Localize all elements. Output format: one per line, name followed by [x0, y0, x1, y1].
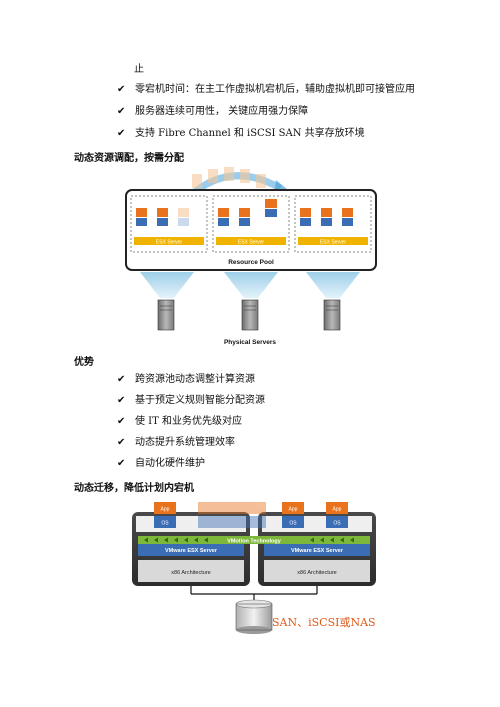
list-item: ✔跨资源池动态调整计算资源	[117, 374, 255, 385]
arch-label: x86 Architecture	[297, 570, 336, 576]
physical-server	[241, 299, 259, 331]
esx-host-3: ESX Server	[294, 195, 372, 253]
svg-text:App: App	[289, 507, 298, 513]
storage-label: SAN、iSCSI或NAS	[272, 616, 376, 629]
esx-host-2: ESX Server	[212, 195, 290, 253]
check-icon: ✔	[117, 106, 126, 117]
resource-pool-label: Resource Pool	[228, 259, 274, 266]
vm-right-1: App OS	[282, 502, 304, 528]
physical-servers-label: Physical Servers	[224, 339, 276, 346]
list-item: ✔自动化硬件维护	[117, 458, 205, 469]
list-item: ✔基于预定义规则智能分配资源	[117, 395, 265, 406]
storage-cylinder	[235, 599, 273, 634]
vm-ghost	[198, 502, 266, 528]
list-item: ✔零宕机时间：在主工作虚拟机宕机后，辅助虚拟机即可接管应用	[117, 84, 415, 95]
svg-text:OS: OS	[333, 521, 341, 527]
svg-text:OS: OS	[161, 521, 169, 527]
section-heading: 动态迁移，降低计划内宕机	[74, 483, 194, 494]
list-item: ✔服务器连续可用性， 关键应用强力保障	[117, 106, 309, 117]
esx-label: ESX Server	[238, 240, 264, 246]
esx-host-1: ESX Server	[130, 195, 208, 253]
esx-label: ESX Server	[156, 240, 182, 246]
vm-left-1: App OS	[154, 502, 176, 528]
esx-host-right: VMware ESX Server x86 Architecture	[258, 512, 376, 586]
svg-text:App: App	[333, 507, 342, 513]
esx-label: VMware ESX Server	[291, 548, 344, 554]
check-icon: ✔	[117, 374, 126, 385]
list-item: ✔动态提升系统管理效率	[117, 437, 235, 448]
vmotion-label: VMotion Technology	[227, 539, 282, 545]
vmotion-band	[138, 536, 370, 544]
check-icon: ✔	[117, 437, 126, 448]
svg-text:OS: OS	[289, 521, 297, 527]
vmotion-diagram: VMware ESX Server x86 Architecture VMwar…	[132, 502, 376, 634]
check-icon: ✔	[117, 416, 126, 427]
physical-server	[157, 299, 175, 331]
svg-text:App: App	[161, 507, 170, 513]
section-heading: 优势	[74, 357, 94, 368]
check-icon: ✔	[117, 128, 126, 139]
check-icon: ✔	[117, 84, 126, 95]
check-icon: ✔	[117, 395, 126, 406]
arch-label: x86 Architecture	[171, 570, 210, 576]
resource-pool-box	[125, 189, 377, 271]
check-icon: ✔	[117, 458, 126, 469]
esx-label: VMware ESX Server	[165, 548, 218, 554]
list-item: ✔支持 Fibre Channel 和 iSCSI SAN 共享存放环境	[117, 128, 365, 139]
resource-pool-diagram: ESX Server ESX Server ESX Server Resourc…	[125, 167, 377, 346]
list-item: ✔使 IT 和业务优先级对应	[117, 416, 242, 427]
esx-label: ESX Server	[320, 240, 346, 246]
physical-server	[323, 299, 341, 331]
section-heading: 动态资源调配，按需分配	[74, 153, 184, 164]
text-fragment: 止	[134, 64, 144, 75]
vm-right-2: App OS	[326, 502, 348, 528]
